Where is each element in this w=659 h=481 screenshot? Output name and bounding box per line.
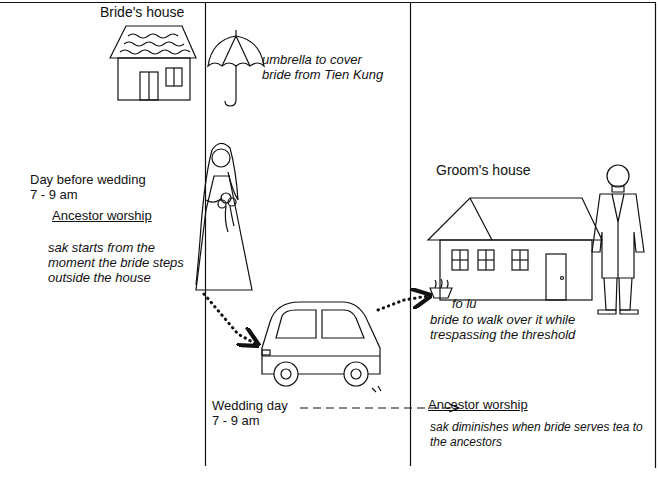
bride-figure	[196, 143, 252, 290]
dotted-path	[378, 296, 428, 310]
section-heading: Ancestor worship	[52, 208, 192, 223]
house-node: Groom's house	[436, 162, 596, 302]
node-heading: Groom's house	[436, 162, 596, 178]
divider-line	[410, 2, 411, 466]
node-heading: Bride's house	[100, 4, 200, 20]
section-heading: Ancestor worship	[428, 397, 588, 412]
house-node: Bride's house	[100, 4, 200, 102]
bride-house-drawing	[110, 26, 196, 100]
frame-line	[655, 2, 656, 468]
dotted-path	[204, 294, 256, 344]
term-label: fo lu	[452, 296, 512, 311]
time-label: Wedding day 7 - 9 am	[212, 398, 298, 428]
car-drawing	[262, 302, 381, 392]
annotation-text: bride to walk over it while trespassing …	[430, 312, 592, 342]
annotation-text: sak diminishes when bride serves tea to …	[430, 420, 648, 450]
frame-line	[0, 2, 656, 3]
groom-house-drawing	[428, 198, 602, 300]
annotation-text: umbrella to cover bride from Tien Kung	[262, 52, 390, 82]
fo-lu-burner	[430, 279, 452, 298]
annotation-text: sak starts from the moment the bride ste…	[48, 240, 193, 285]
divider-line	[205, 2, 206, 466]
groom-figure	[592, 165, 644, 314]
time-label: Day before wedding 7 - 9 am	[30, 172, 150, 202]
umbrella-drawing	[208, 30, 264, 106]
